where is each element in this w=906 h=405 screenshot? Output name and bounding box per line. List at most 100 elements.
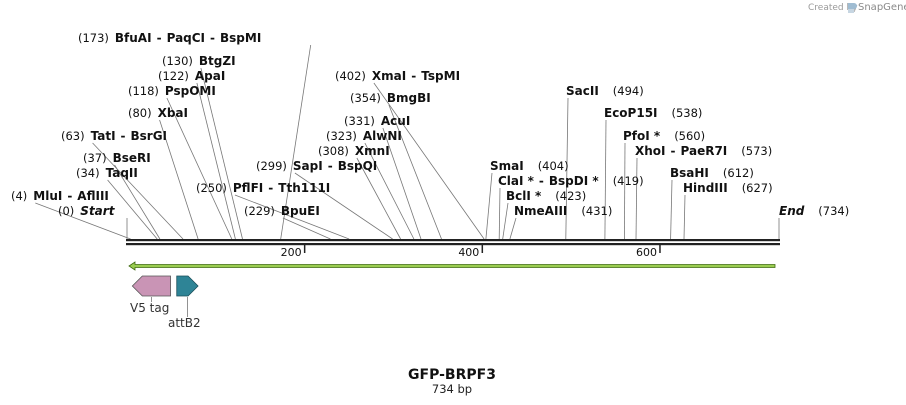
cut-site-enzyme-name: ApaI: [195, 69, 225, 83]
cut-site-leader-line: [382, 127, 422, 240]
cut-site-leader-line: [234, 194, 350, 240]
cut-site-leader-line: [670, 179, 673, 240]
cut-site-leader-line: [356, 157, 401, 240]
feature-label: attB2: [168, 316, 201, 330]
cut-site-leader-line: [388, 104, 442, 240]
ruler-tick-label: 200: [281, 246, 302, 259]
cut-site-leader-line: [282, 217, 331, 240]
cut-site-sacii[interactable]: SacII (494): [566, 84, 644, 98]
cut-site-smai[interactable]: SmaI(404): [490, 159, 569, 173]
cut-site-leader-line: [107, 179, 158, 240]
cut-site-xhoi[interactable]: XhoI-PaeR7I(573): [635, 144, 772, 158]
cut-site-enzyme-name: BclI *: [506, 189, 542, 203]
cut-site-pfoi[interactable]: PfoI * (560): [623, 129, 705, 143]
cut-site-enzyme-name: BspMI: [220, 31, 261, 45]
feature-gfp-brpf3-orf[interactable]: [128, 261, 776, 271]
cut-site-bcli[interactable]: BclI * (423): [506, 189, 586, 203]
cut-site-enzyme-name: BpuEI: [281, 204, 320, 218]
cut-site-separator: -: [268, 181, 273, 195]
cut-site-hindiii[interactable]: HindIII(627): [683, 181, 773, 195]
backbone-strand-bottom: [126, 243, 780, 246]
cut-site-xmni[interactable]: (308)XmnI: [318, 144, 390, 158]
cut-site-position: (494): [613, 84, 644, 98]
cut-site-leader-line: [624, 142, 626, 240]
cut-site-sapi[interactable]: (299) SapI-BspQI: [256, 159, 377, 173]
cut-site-apai[interactable]: (122) ApaI: [158, 69, 225, 83]
cut-site-separator: -: [411, 69, 416, 83]
cut-site-enzyme-name: SmaI: [490, 159, 524, 173]
cut-site-separator: -: [328, 159, 333, 173]
cut-site-position: (299): [256, 159, 287, 173]
cut-site-enzyme-name: TatI: [91, 129, 116, 143]
cut-site-separator: -: [539, 174, 544, 188]
cut-site-enzyme-name: PaqCI: [167, 31, 205, 45]
cut-site-position: (130): [162, 54, 193, 68]
cut-site-position: (122): [158, 69, 189, 83]
cut-site-enzyme-name: BfuAI: [115, 31, 152, 45]
cut-site-bseri[interactable]: (37)BseRI: [83, 151, 151, 165]
cut-site-enzyme-name: BspQI: [338, 159, 378, 173]
cut-site-separator: -: [671, 144, 676, 158]
cut-site-enzyme-name: TaqII: [106, 166, 138, 180]
cut-site-position: (37): [83, 151, 107, 165]
feature-arrow[interactable]: [128, 261, 776, 271]
snapgene-credit: Created by SnapGene: [808, 2, 906, 13]
cut-site-leader-line: [280, 44, 312, 240]
cut-site-start[interactable]: (0)Start: [58, 204, 116, 218]
cut-site-enzyme-name: HindIII: [683, 181, 728, 195]
ruler-tick-label: 600: [636, 246, 657, 259]
cut-site-bpuei[interactable]: (229)BpuEI: [244, 204, 320, 218]
cut-site-enzyme-name: BspDI *: [549, 174, 599, 188]
cut-site-pspomi[interactable]: (118)PspOMI: [128, 84, 216, 98]
cut-site-xbai[interactable]: (80)XbaI: [128, 106, 188, 120]
cut-site-position: (612): [723, 166, 754, 180]
cut-site-leader-line: [485, 172, 493, 240]
cut-site-taqii[interactable]: (34) TaqII: [76, 166, 138, 180]
cut-site-end[interactable]: End(734): [779, 204, 849, 218]
cut-site-leader-line: [373, 82, 485, 240]
cut-site-enzyme-name: XhoI: [635, 144, 666, 158]
cut-site-bsahi[interactable]: BsaHI(612): [670, 166, 754, 180]
cut-site-btgzi[interactable]: (130) BtgZI: [162, 54, 236, 68]
cut-site-enzyme-name: BtgZI: [199, 54, 236, 68]
feature-v5-tag[interactable]: V5 tag: [130, 275, 171, 315]
cut-site-leader-line: [635, 157, 638, 240]
cut-site-enzyme-name: AflIII: [77, 189, 109, 203]
cut-site-separator: -: [210, 31, 215, 45]
cut-site-pflfi[interactable]: (250)PflFI-Tth111I: [196, 181, 330, 195]
cut-site-tati[interactable]: (63)TatI-BsrGI: [61, 129, 167, 143]
cut-site-bfuai[interactable]: (173)BfuAI-PaqCI-BspMI: [78, 31, 261, 45]
cut-site-enzyme-name: AlwNI: [363, 129, 402, 143]
cut-site-nmeaiii[interactable]: NmeAIII(431): [514, 204, 612, 218]
map-title: GFP-BRPF3: [408, 367, 496, 383]
cut-site-position: (560): [674, 129, 705, 143]
cut-site-alwni[interactable]: (323) AlwNI: [326, 129, 402, 143]
cut-site-position: (323): [326, 129, 357, 143]
feature-arrow[interactable]: [131, 275, 171, 297]
cut-site-ecop15i[interactable]: EcoP15I(538): [604, 106, 702, 120]
cut-site-enzyme-name: SapI: [293, 159, 323, 173]
cut-site-enzyme-name: XmnI: [355, 144, 390, 158]
cut-site-xmai[interactable]: (402)XmaI-TspMI: [335, 69, 460, 83]
cut-site-enzyme-name: XmaI: [372, 69, 406, 83]
map-length: 734 bp: [432, 382, 472, 396]
credit-prefix: Created by: [808, 3, 858, 13]
cut-site-position: (4): [11, 189, 27, 203]
cut-site-clai[interactable]: ClaI *-BspDI *(419): [498, 174, 644, 188]
feature-attb2[interactable]: attB2: [168, 275, 201, 330]
snapgene-logo-icon: [848, 3, 857, 13]
cut-site-position: (34): [76, 166, 100, 180]
cut-site-leader-line: [683, 194, 686, 240]
cut-site-mlui[interactable]: (4)MluI-AflIII: [11, 189, 109, 203]
cut-site-bmgbi[interactable]: (354)BmgBI: [350, 91, 431, 105]
cut-site-position: (423): [555, 189, 586, 203]
feature-arrow[interactable]: [176, 275, 199, 297]
cut-site-acui[interactable]: (331)AcuI: [344, 114, 410, 128]
cut-site-enzyme-name: AcuI: [381, 114, 410, 128]
cut-site-enzyme-name: End: [779, 204, 805, 218]
cut-site-position: (80): [128, 106, 152, 120]
backbone-strand-top: [126, 239, 780, 242]
cut-site-enzyme-name: PaeR7I: [681, 144, 728, 158]
cut-site-enzyme-name: SacII: [566, 84, 599, 98]
cut-site-enzyme-name: PfoI *: [623, 129, 661, 143]
